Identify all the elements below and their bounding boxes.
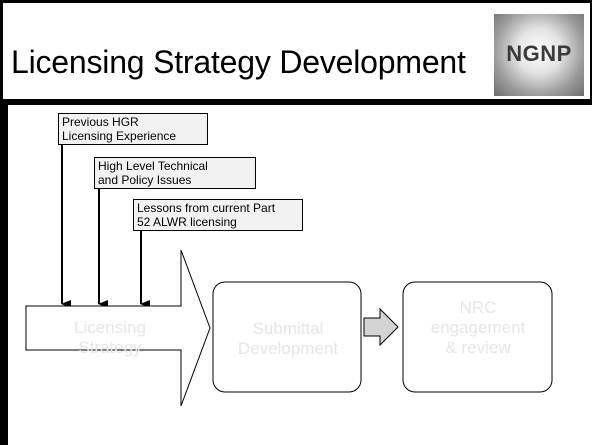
ngnp-logo: NGNP bbox=[494, 14, 584, 96]
slide-title: Licensing Strategy Development bbox=[11, 44, 466, 80]
flow-label-nrc: NRC engagement & review bbox=[430, 298, 526, 357]
input-label-policy: High Level Technical and Policy Issues bbox=[98, 159, 208, 187]
right-border bbox=[590, 0, 592, 102]
input-label-hgr: Previous HGR Licensing Experience bbox=[62, 115, 177, 143]
flow-label-submittal: Submittal Development bbox=[237, 319, 339, 358]
left-rule bbox=[0, 105, 8, 445]
input-box-hgr: Previous HGR Licensing Experience bbox=[58, 113, 208, 145]
input-box-policy: High Level Technical and Policy Issues bbox=[94, 157, 256, 189]
flow-label-strategy: Licensing Strategy bbox=[74, 318, 146, 357]
logo-text: NGNP bbox=[506, 41, 572, 66]
connector-arrow bbox=[363, 307, 399, 347]
top-border bbox=[0, 0, 592, 3]
header-divider bbox=[0, 99, 592, 105]
nrc-review-box bbox=[402, 281, 553, 393]
input-box-part52: Lessons from current Part 52 ALWR licens… bbox=[133, 199, 303, 231]
submittal-box bbox=[212, 281, 362, 393]
input-label-part52: Lessons from current Part 52 ALWR licens… bbox=[137, 201, 276, 229]
strategy-block-arrow bbox=[25, 249, 211, 407]
